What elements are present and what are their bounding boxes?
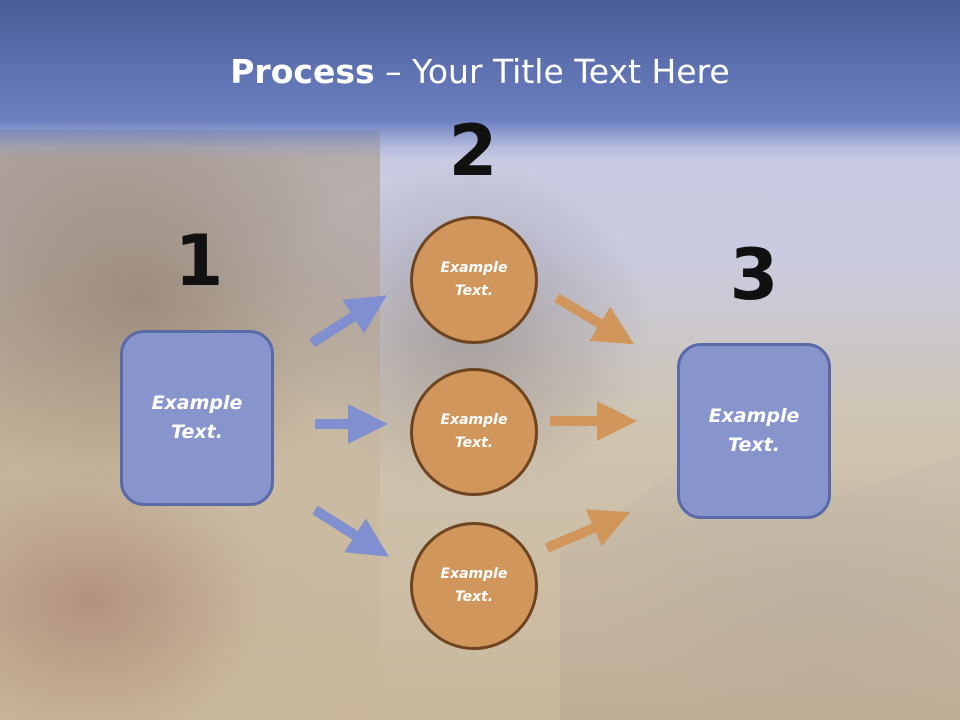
left-process-box[interactable]: Example Text. [120, 330, 274, 506]
circle-top-line1: Example [440, 260, 508, 276]
circle-bottom-line2: Text. [454, 589, 494, 605]
process-circle-middle[interactable]: Example Text. [410, 368, 538, 496]
right-box-line1: Example [708, 405, 800, 427]
circle-bottom-line1: Example [440, 566, 508, 582]
process-circle-top[interactable]: Example Text. [410, 216, 538, 344]
arrow-top-to-right [554, 293, 635, 345]
title-banner [0, 0, 960, 160]
step-number-2: 2 [448, 110, 498, 192]
right-process-box[interactable]: Example Text. [677, 343, 831, 519]
left-box-line1: Example [151, 392, 243, 414]
title-rest-part: – Your Title Text Here [374, 52, 730, 91]
process-circle-bottom[interactable]: Example Text. [410, 522, 538, 650]
slide-title[interactable]: Process – Your Title Text Here [0, 52, 960, 91]
title-bold-part: Process [230, 52, 375, 91]
step-number-1: 1 [174, 220, 224, 302]
circle-middle-line2: Text. [454, 435, 494, 451]
arrow-bottom-to-right [545, 509, 631, 553]
right-box-line2: Text. [728, 434, 780, 456]
circle-middle-line1: Example [440, 412, 508, 428]
circle-top-line2: Text. [454, 283, 494, 299]
arrow-left-to-bottom [312, 505, 389, 557]
arrow-left-to-top [309, 295, 387, 348]
step-number-3: 3 [729, 234, 779, 316]
left-box-line2: Text. [171, 421, 223, 443]
